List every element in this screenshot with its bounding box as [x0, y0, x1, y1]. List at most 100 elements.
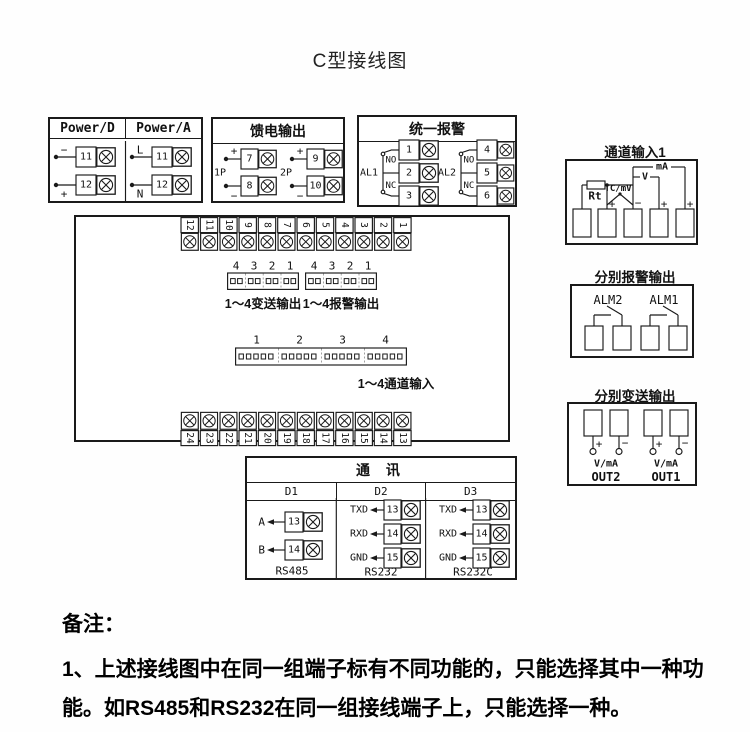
screw-terminal-icon: [258, 411, 277, 430]
alarm-connector-caption: 1～4报警输出: [302, 297, 380, 311]
pin-number: 1: [365, 260, 372, 273]
pin-number: 3: [329, 260, 336, 273]
screw-terminal-icon: [296, 232, 315, 251]
terminal-number: 15: [358, 432, 369, 443]
comm-signal-label: A: [258, 516, 265, 529]
output-name: OUT1: [652, 470, 681, 484]
sign: −: [635, 197, 642, 210]
comm-col-header-d3: D3: [425, 483, 515, 500]
terminal-number: 14: [288, 545, 300, 556]
comm-protocol-label: RS485: [275, 565, 308, 578]
screw-terminal-icon: [258, 176, 277, 196]
channel-input-wiring: Rt TC/mV mA V + − + +: [572, 162, 695, 238]
group-label: 1P: [214, 168, 226, 179]
screw-terminal-icon: [277, 232, 296, 251]
screw-terminal-icon: [497, 187, 515, 205]
screw-terminal-icon: [490, 524, 510, 544]
alarm-connector: 4 3 2 1: [305, 260, 377, 290]
sign: −: [682, 437, 689, 450]
screw-terminal-icon: [303, 540, 323, 560]
sign: −: [231, 190, 238, 203]
terminal-number: 3: [358, 222, 369, 228]
terminal-number: 18: [300, 432, 311, 444]
power-wiring: − 11 + 12 L 11 N 12: [53, 141, 192, 201]
comm-box: 通 讯 D1 D2 D3 A 13 B 14 RS485 TXD 13 RX: [245, 456, 517, 580]
sign: +: [297, 145, 304, 158]
terminal-number: 22: [223, 432, 234, 443]
terminal-number: 20: [262, 432, 273, 444]
screw-terminal-icon: [497, 141, 515, 159]
terminal-number: 15: [386, 553, 398, 564]
notes-heading: 备注：: [62, 613, 125, 636]
pin-number: 3: [339, 334, 346, 347]
bottom-terminal-strip: 24 23 22 21 20 19 18 17 16 15 14 13: [180, 411, 412, 447]
terminal-number: 24: [184, 432, 195, 444]
output-name: OUT2: [592, 470, 621, 484]
comm-wiring: A 13 B 14 RS485 TXD 13 RXD 14 GND 15: [258, 498, 510, 579]
terminal-number: 16: [339, 432, 350, 444]
terminal-number: 2: [406, 168, 412, 179]
screw-terminal-icon: [200, 411, 219, 430]
comm-signal-label: GND: [439, 553, 457, 564]
screw-terminal-icon: [172, 175, 192, 195]
screw-terminal-icon: [316, 232, 335, 251]
pin-number: 2: [269, 260, 276, 273]
terminal-number: 23: [204, 432, 215, 443]
alarm-output-wiring: ALM2 ALM1: [584, 293, 688, 351]
screw-terminal-icon: [354, 232, 373, 251]
main-board: 12 11 10 9 8 7 6 5 4 3 2 1 4 3 2 1 1～4变送…: [74, 215, 510, 447]
comm-signal-label: RXD: [350, 529, 368, 540]
screw-terminal-icon: [172, 147, 192, 167]
rt-label: Rt: [588, 190, 601, 203]
top-terminal-strip: 12 11 10 9 8 7 6 5 4 3 2 1: [180, 217, 412, 251]
terminal-number: 7: [246, 154, 252, 165]
relay-label: AL1: [360, 168, 378, 179]
pin-number: 1: [287, 260, 294, 273]
channel-connector: 1 2 3 4: [235, 334, 407, 366]
terminal-number: 14: [475, 529, 487, 540]
v-label: V: [642, 172, 648, 183]
terminal-number: 12: [184, 219, 195, 230]
comm-signal-label: GND: [350, 553, 368, 564]
screw-terminal-icon: [258, 232, 277, 251]
terminal-number: 13: [475, 505, 487, 516]
no-label: NO: [386, 156, 397, 166]
feed-output-box: 馈电输出 1P + 7 − 8 2P + 9 − 10: [211, 117, 345, 203]
terminal-number: 13: [288, 517, 300, 528]
feed-wiring: 1P + 7 − 8 2P + 9 − 10: [214, 145, 343, 203]
comm-col-header-d2: D2: [335, 483, 426, 500]
unified-alarm-box: 统一报警 AL1 NO NC 1 2 3 AL2: [357, 115, 517, 207]
terminal-number: 14: [386, 529, 398, 540]
terminal-number: 6: [300, 222, 311, 228]
terminal-number: 5: [484, 168, 490, 179]
terminal-number: 8: [262, 222, 273, 228]
screw-terminal-icon: [200, 232, 219, 251]
pin-number: 4: [233, 260, 240, 273]
screw-terminal-icon: [238, 411, 257, 430]
screw-terminal-icon: [354, 411, 373, 430]
screw-terminal-icon: [393, 411, 412, 430]
terminal-number: 17: [320, 432, 331, 443]
power-box: Power/D Power/A − 11 + 12 L 11 N 12: [48, 117, 203, 203]
sign: +: [609, 198, 616, 211]
sign: +: [656, 438, 663, 451]
terminal-number: 1: [406, 145, 412, 156]
nc-label: NC: [464, 181, 475, 191]
alarm-output-box: ALM2 ALM1: [570, 284, 694, 358]
pin-number: 2: [296, 334, 303, 347]
terminal-number: 7: [281, 222, 292, 228]
screw-terminal-icon: [419, 163, 439, 183]
terminal-number: 15: [475, 553, 487, 564]
screw-terminal-icon: [180, 411, 199, 430]
notes-section: 备注： 1、上述接线图中在同一组端子标有不同功能的，只能选择其中一种功 能。如R…: [62, 608, 712, 728]
pin-number: 3: [251, 260, 258, 273]
alarm-wiring: AL1 NO NC 1 2 3 AL2 NO NC: [360, 139, 515, 207]
notes-line: 1、上述接线图中在同一组端子标有不同功能的，只能选择其中一种功: [62, 658, 704, 681]
screw-terminal-icon: [401, 500, 421, 520]
screw-terminal-icon: [374, 232, 393, 251]
vma-label: V/mA: [654, 459, 678, 470]
comm-title: 通 讯: [356, 462, 406, 478]
screw-terminal-icon: [490, 548, 510, 568]
transmit-output-box: + − + − V/mA V/mA OUT2 OUT1: [567, 402, 697, 486]
no-label: NO: [464, 156, 475, 166]
